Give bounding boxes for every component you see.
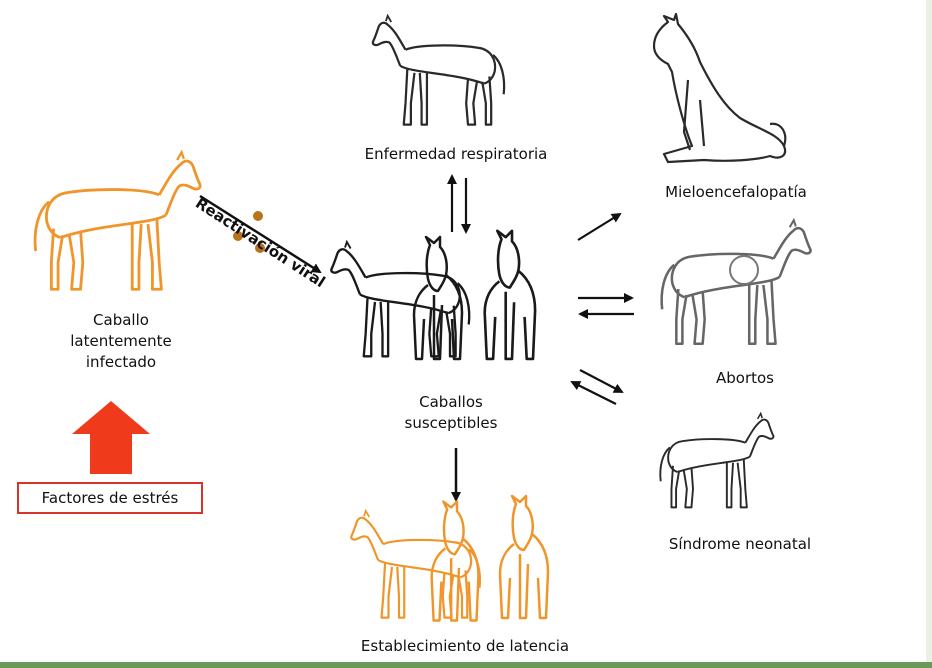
respiratory-horse-icon	[373, 16, 504, 125]
latent-horse-label: Caballo latentemente infectado	[56, 310, 186, 373]
susceptible-label-line1: Caballos	[386, 392, 516, 413]
myeloencephalopathy-horse-icon	[654, 14, 785, 162]
latent-horse-label-line1: Caballo	[56, 310, 186, 331]
susceptible-herd-icon	[331, 231, 535, 359]
stress-factors-box: Factores de estrés	[17, 482, 203, 514]
latent-horse-label-line2: latentemente	[56, 331, 186, 352]
susceptible-label: Caballos susceptibles	[386, 392, 516, 434]
aborting-mare-icon	[662, 220, 811, 344]
latent-horse-icon	[35, 152, 200, 289]
myelo-label: Mieloencefalopatía	[636, 182, 836, 203]
latent-herd-icon	[351, 496, 548, 621]
susceptible-label-line2: susceptibles	[386, 413, 516, 434]
bottom-border-bar	[0, 662, 932, 668]
arrow-to-myelo	[578, 214, 620, 240]
latent-horse-label-line3: infectado	[56, 352, 186, 373]
stress-arrow	[72, 401, 150, 474]
right-edge-strip	[926, 0, 932, 662]
neonatal-foal-icon	[660, 414, 773, 508]
neonatal-label: Síndrome neonatal	[640, 534, 840, 555]
abortion-label: Abortos	[690, 368, 800, 389]
latency-label: Establecimiento de latencia	[330, 636, 600, 657]
respiratory-label: Enfermedad respiratoria	[336, 144, 576, 165]
